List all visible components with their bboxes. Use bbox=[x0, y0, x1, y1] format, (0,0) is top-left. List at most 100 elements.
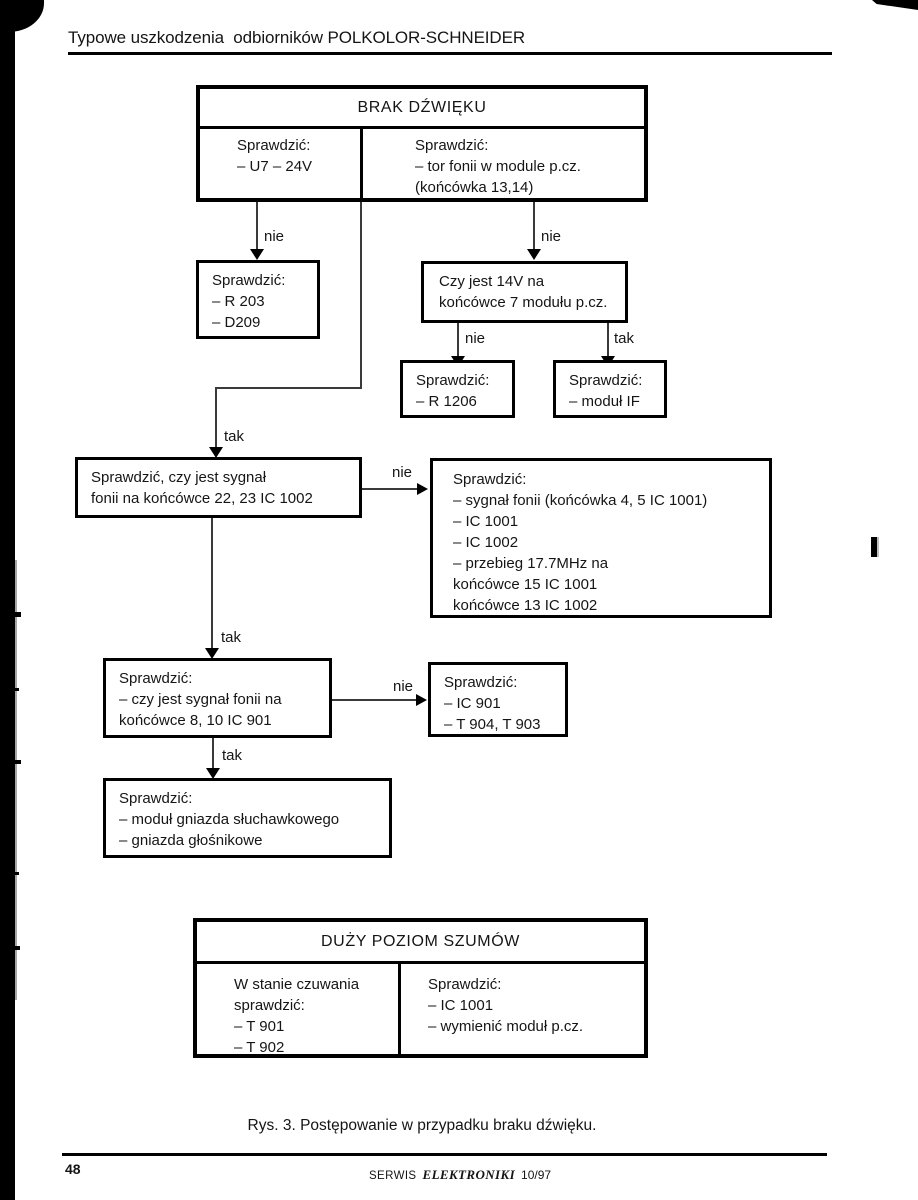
flow-box-sygnal-22-23: Sprawdzić, czy jest sygnał fonii na końcó… bbox=[75, 457, 362, 518]
box-text-line: Sprawdzić: bbox=[415, 137, 489, 154]
page-number: 48 bbox=[65, 1161, 81, 1177]
flow-box-cells: W stanie czuwania sprawdzić: – T 901 – T 90… bbox=[197, 964, 644, 1056]
box-text-line: – U7 – 24V bbox=[237, 158, 313, 175]
flow-box-gniazda: Sprawdzić: – moduł gniazda słuchawkowego –… bbox=[103, 778, 392, 858]
box-text-line: – R 1206 bbox=[416, 393, 477, 410]
box-text-line: końcówce 8, 10 IC 901 bbox=[119, 712, 272, 729]
flow-box-modul-if: Sprawdzić:– moduł IF bbox=[553, 360, 667, 418]
arrow-down-icon bbox=[209, 447, 223, 458]
box-text-line: – tor fonii w module p.cz. bbox=[415, 158, 581, 175]
footer-rule bbox=[62, 1153, 827, 1156]
scan-edge-smear bbox=[15, 560, 17, 1000]
arrow-down-icon bbox=[206, 768, 220, 779]
flow-cell-czuwanie: W stanie czuwania sprawdzić: – T 901 – T 90… bbox=[197, 964, 401, 1056]
box-text-line: – moduł gniazda słuchawkowego bbox=[119, 811, 340, 828]
flow-box-cells: Sprawdzić: – U7 – 24V Sprawdzić: – tor fon… bbox=[200, 129, 644, 198]
box-text-line: Czy jest 14V na bbox=[439, 273, 545, 290]
scan-edge-mark bbox=[15, 872, 19, 875]
connector-line bbox=[332, 699, 418, 701]
connector-line bbox=[533, 202, 535, 251]
box-text-line: fonii na końcówce 22, 23 IC 1002 bbox=[91, 490, 313, 507]
box-text-line: (końcówka 13,14) bbox=[415, 179, 534, 196]
box-text-line: – T 904, T 903 bbox=[444, 716, 541, 733]
arrow-right-icon bbox=[416, 694, 427, 706]
box-text-line: – przebieg 17.7MHz na bbox=[453, 555, 609, 572]
connector-line bbox=[215, 387, 362, 389]
edge-label-nie: nie bbox=[264, 228, 285, 245]
arrow-down-icon bbox=[205, 648, 219, 659]
edge-label-tak: tak bbox=[221, 629, 242, 646]
box-text-line: – D209 bbox=[212, 314, 261, 331]
scan-top-right-wedge bbox=[872, 0, 918, 10]
flow-box-r203: Sprawdzić:– R 203– D209 bbox=[196, 260, 320, 339]
page-header-title: Typowe uszkodzenia odbiorników POLKOLOR-… bbox=[68, 28, 526, 47]
scan-top-left-corner bbox=[0, 0, 44, 32]
box-text-line: – IC 1001 bbox=[428, 997, 494, 1014]
connector-line bbox=[256, 202, 258, 251]
connector-line bbox=[607, 323, 609, 358]
box-text-line: Sprawdzić: bbox=[444, 674, 518, 691]
box-text-line: Sprawdzić: bbox=[237, 137, 311, 154]
flow-box-szumy: DUŻY POZIOM SZUMÓW W stanie czuwania spra… bbox=[193, 918, 648, 1058]
journal-prefix: SERWIS bbox=[368, 1170, 417, 1182]
connector-line bbox=[212, 738, 214, 774]
arrow-down-icon bbox=[527, 249, 541, 260]
box-text-line: sprawdzić: bbox=[234, 997, 305, 1014]
box-text-line: – gniazda głośnikowe bbox=[119, 832, 263, 849]
box-text-line: W stanie czuwania bbox=[234, 976, 360, 993]
box-text-line: końcówce 15 IC 1001 bbox=[453, 576, 598, 593]
figure-caption: Rys. 3. Postępowanie w przypadku braku d… bbox=[247, 1117, 597, 1134]
flow-box-brak-dzwieku: BRAK DŹWIĘKU Sprawdzić: – U7 – 24V Sprawd… bbox=[196, 85, 648, 202]
box-text-line: Sprawdzić: bbox=[453, 471, 527, 488]
box-text-line: – R 203 bbox=[212, 293, 265, 310]
header-rule bbox=[68, 52, 832, 55]
flow-box-title: DUŻY POZIOM SZUMÓW bbox=[197, 922, 644, 964]
journal-footer: SERWIS ELEKTRONIKI 10/97 bbox=[300, 1167, 620, 1183]
box-text-line: – moduł IF bbox=[569, 393, 640, 410]
connector-line bbox=[362, 488, 419, 490]
connector-line bbox=[360, 202, 362, 389]
flow-box-check-list: Sprawdzić: – sygnał fonii (końcówka 4, 5 … bbox=[430, 458, 772, 618]
box-text-line: – IC 901 bbox=[444, 695, 501, 712]
scan-edge-mark bbox=[15, 612, 21, 617]
box-text-line: końcówce 13 IC 1002 bbox=[453, 597, 598, 614]
edge-label-nie: nie bbox=[392, 464, 413, 481]
flow-box-title: BRAK DŹWIĘKU bbox=[200, 89, 644, 129]
scan-edge-mark bbox=[15, 760, 21, 764]
box-text-line: – wymienić moduł p.cz. bbox=[428, 1018, 584, 1035]
arrow-down-icon bbox=[250, 249, 264, 260]
box-text-line: – sygnał fonii (końcówka 4, 5 IC 1001) bbox=[453, 492, 708, 509]
box-text-line: Sprawdzić: bbox=[119, 790, 193, 807]
journal-issue: 10/97 bbox=[521, 1168, 552, 1182]
box-text-line: – T 901 bbox=[234, 1018, 285, 1035]
box-text-line: Sprawdzić: bbox=[119, 670, 193, 687]
flow-box-r1206: Sprawdzić: – R 1206 bbox=[400, 360, 515, 418]
scan-edge-mark bbox=[15, 946, 20, 950]
flow-cell-tor-fonii: Sprawdzić: – tor fonii w module p.cz. (koń… bbox=[363, 129, 644, 198]
box-text-line: Sprawdzić, czy jest sygnał bbox=[91, 469, 267, 486]
scan-edge-mark bbox=[15, 688, 19, 691]
connector-line bbox=[211, 518, 213, 651]
box-text-line: – czy jest sygnał fonii na bbox=[119, 691, 282, 708]
journal-brand: ELEKTRONIKI bbox=[422, 1167, 516, 1182]
flow-cell-ic1001: Sprawdzić: – IC 1001 – wymienić moduł p.cz… bbox=[401, 964, 644, 1054]
box-text-line: Sprawdzić: bbox=[428, 976, 502, 993]
box-text-line: – IC 1002 bbox=[453, 534, 519, 551]
edge-label-nie: nie bbox=[465, 330, 486, 347]
box-text-line: Sprawdzić: bbox=[416, 372, 490, 389]
edge-label-tak: tak bbox=[224, 428, 245, 445]
box-text-line: – T 902 bbox=[234, 1039, 285, 1056]
edge-label-tak: tak bbox=[614, 330, 635, 347]
connector-line bbox=[215, 387, 217, 450]
edge-label-nie: nie bbox=[393, 678, 414, 695]
edge-label-nie: nie bbox=[541, 228, 562, 245]
scan-left-edge-bar bbox=[0, 0, 15, 1200]
edge-label-tak: tak bbox=[222, 747, 243, 764]
connector-line bbox=[457, 323, 459, 358]
flow-cell-u7: Sprawdzić: – U7 – 24V bbox=[200, 129, 363, 198]
flow-box-sygnal-8-10: Sprawdzić: – czy jest sygnał fonii na końc… bbox=[103, 658, 332, 738]
arrow-right-icon bbox=[417, 483, 428, 495]
box-text-line: – IC 1001 bbox=[453, 513, 519, 530]
